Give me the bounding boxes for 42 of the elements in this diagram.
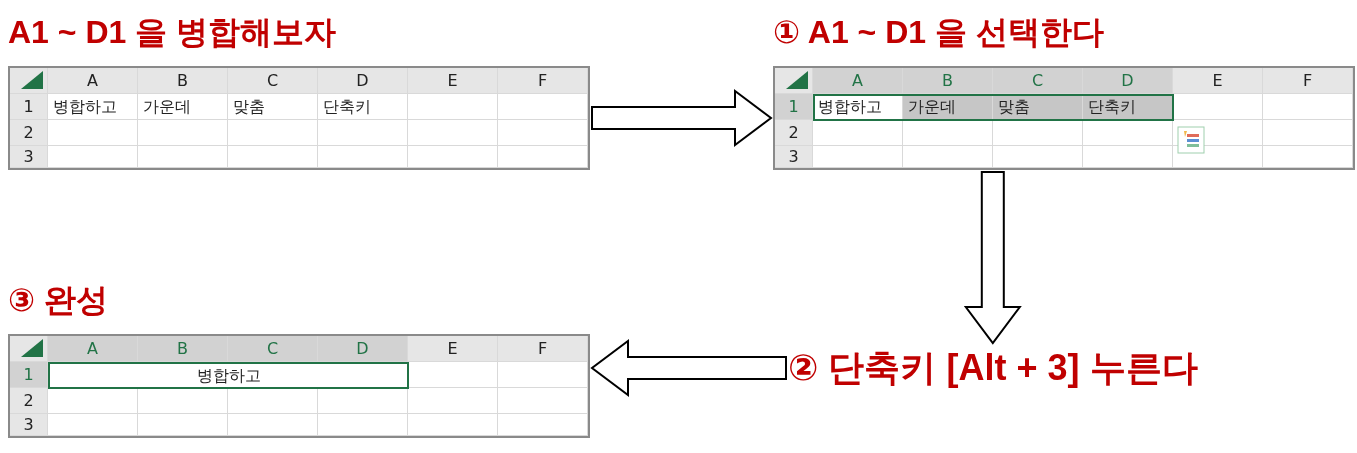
spreadsheet-cell: 단축키 (1083, 94, 1173, 120)
spreadsheet-cell: 맞춤 (993, 94, 1083, 120)
column-header: A (48, 336, 138, 362)
spreadsheet-cell: 병합하고 (48, 94, 138, 120)
step-heading: ③ 완성 (8, 281, 108, 320)
spreadsheet-cell: 가운데 (903, 94, 993, 120)
row-number: 1 (10, 94, 48, 120)
column-header: F (1263, 68, 1353, 94)
step-heading: ① A1 ~ D1 을 선택한다 (773, 13, 1104, 52)
row-number: 3 (775, 146, 813, 168)
column-header: C (228, 336, 318, 362)
column-header: F (498, 68, 588, 94)
column-header: E (1173, 68, 1263, 94)
column-header: D (318, 336, 408, 362)
row-number: 3 (10, 414, 48, 436)
block-arrow (963, 171, 1022, 345)
step-text: ② 단축키 [Alt + 3] 누른다 (788, 345, 1198, 391)
block-arrow (590, 339, 787, 397)
spreadsheet-cell: 단축키 (318, 94, 408, 120)
column-header: B (138, 336, 228, 362)
row-number: 2 (10, 120, 48, 146)
column-header: B (138, 68, 228, 94)
block-arrow (591, 89, 773, 147)
column-header: E (408, 336, 498, 362)
column-header: A (48, 68, 138, 94)
row-number: 2 (775, 120, 813, 146)
merged-cell: 병합하고 (48, 362, 409, 389)
column-header: F (498, 336, 588, 362)
row-number: 1 (10, 362, 48, 388)
step-heading: A1 ~ D1 을 병합해보자 (8, 13, 337, 52)
column-header: D (318, 68, 408, 94)
column-header: B (903, 68, 993, 94)
column-header: A (813, 68, 903, 94)
spreadsheet-cell: 가운데 (138, 94, 228, 120)
row-number: 3 (10, 146, 48, 168)
spreadsheet-cell: 맞춤 (228, 94, 318, 120)
column-header: C (228, 68, 318, 94)
column-header: E (408, 68, 498, 94)
column-header: C (993, 68, 1083, 94)
row-number: 2 (10, 388, 48, 414)
column-header: D (1083, 68, 1173, 94)
row-number: 1 (775, 94, 813, 120)
